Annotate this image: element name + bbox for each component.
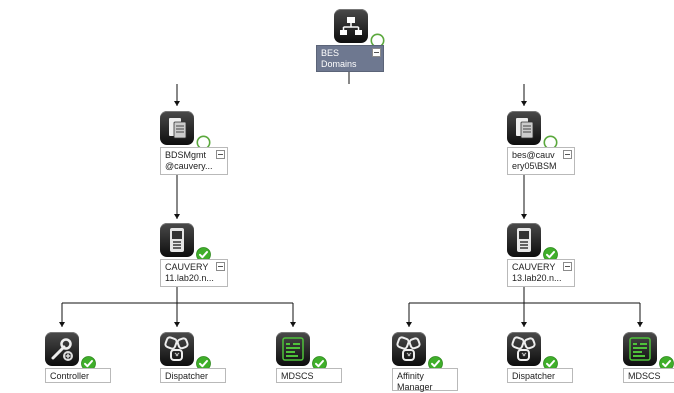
- node-label-text: CAUVERY 13.lab20.n...: [512, 262, 562, 283]
- connector-arrowhead: [174, 322, 180, 327]
- node-label-text: Dispatcher: [165, 371, 209, 381]
- status-ok-icon: [196, 356, 211, 371]
- connector-arrowhead: [174, 101, 180, 106]
- collapse-toggle-button[interactable]: [216, 262, 225, 271]
- status-ok-icon: [543, 247, 558, 262]
- controller-icon[interactable]: [45, 332, 79, 366]
- server-database-icon[interactable]: [507, 111, 541, 145]
- node-label[interactable]: bes@cauv ery05\BSM: [507, 147, 575, 175]
- connector-arrowhead: [406, 322, 412, 327]
- connector-arrowhead: [637, 322, 643, 327]
- node-label[interactable]: Controller: [45, 368, 111, 383]
- collapse-toggle-button[interactable]: [563, 262, 572, 271]
- node-label[interactable]: MDSCS: [276, 368, 342, 383]
- blackberry-server-icon[interactable]: [160, 223, 194, 257]
- status-ok-icon: [428, 356, 443, 371]
- connector-arrowhead: [290, 322, 296, 327]
- node-label[interactable]: CAUVERY 13.lab20.n...: [507, 259, 575, 287]
- status-ok-icon: [659, 356, 674, 371]
- connector-arrowhead: [521, 322, 527, 327]
- server-database-icon[interactable]: [160, 111, 194, 145]
- dispatcher-icon[interactable]: [507, 332, 541, 366]
- node-label-text: BES Domains: [321, 48, 357, 69]
- connector-arrowhead: [521, 101, 527, 106]
- node-label[interactable]: Affinity Manager: [392, 368, 458, 392]
- node-label-text: Dispatcher: [512, 371, 556, 381]
- mdscs-icon[interactable]: [276, 332, 310, 366]
- connector-arrowhead: [521, 214, 527, 219]
- node-label-text: CAUVERY 11.lab20.n...: [165, 262, 214, 283]
- status-ok-icon: [196, 247, 211, 262]
- node-label-text: Affinity Manager: [397, 371, 433, 392]
- collapse-toggle-button[interactable]: [216, 150, 225, 159]
- node-label[interactable]: BES Domains: [316, 45, 384, 72]
- node-label-text: MDSCS: [628, 371, 661, 381]
- connector-arrowhead: [59, 322, 65, 327]
- node-label-text: Controller: [50, 371, 90, 381]
- collapse-toggle-button[interactable]: [563, 150, 572, 159]
- connector-arrowhead: [174, 214, 180, 219]
- affinity-manager-icon[interactable]: [392, 332, 426, 366]
- node-label-text: BDSMgmt @cauvery...: [165, 150, 213, 171]
- node-label[interactable]: MDSCS: [623, 368, 674, 383]
- node-label[interactable]: Dispatcher: [507, 368, 573, 383]
- node-label-text: bes@cauv ery05\BSM: [512, 150, 557, 171]
- dispatcher-icon[interactable]: [160, 332, 194, 366]
- network-topology-icon[interactable]: [334, 9, 368, 43]
- node-label[interactable]: CAUVERY 11.lab20.n...: [160, 259, 228, 287]
- node-label[interactable]: Dispatcher: [160, 368, 226, 383]
- status-ok-icon: [81, 356, 96, 371]
- status-ok-icon: [543, 356, 558, 371]
- node-label[interactable]: BDSMgmt @cauvery...: [160, 147, 228, 175]
- blackberry-server-icon[interactable]: [507, 223, 541, 257]
- collapse-toggle-button[interactable]: [372, 48, 381, 57]
- mdscs-icon[interactable]: [623, 332, 657, 366]
- node-label-text: MDSCS: [281, 371, 314, 381]
